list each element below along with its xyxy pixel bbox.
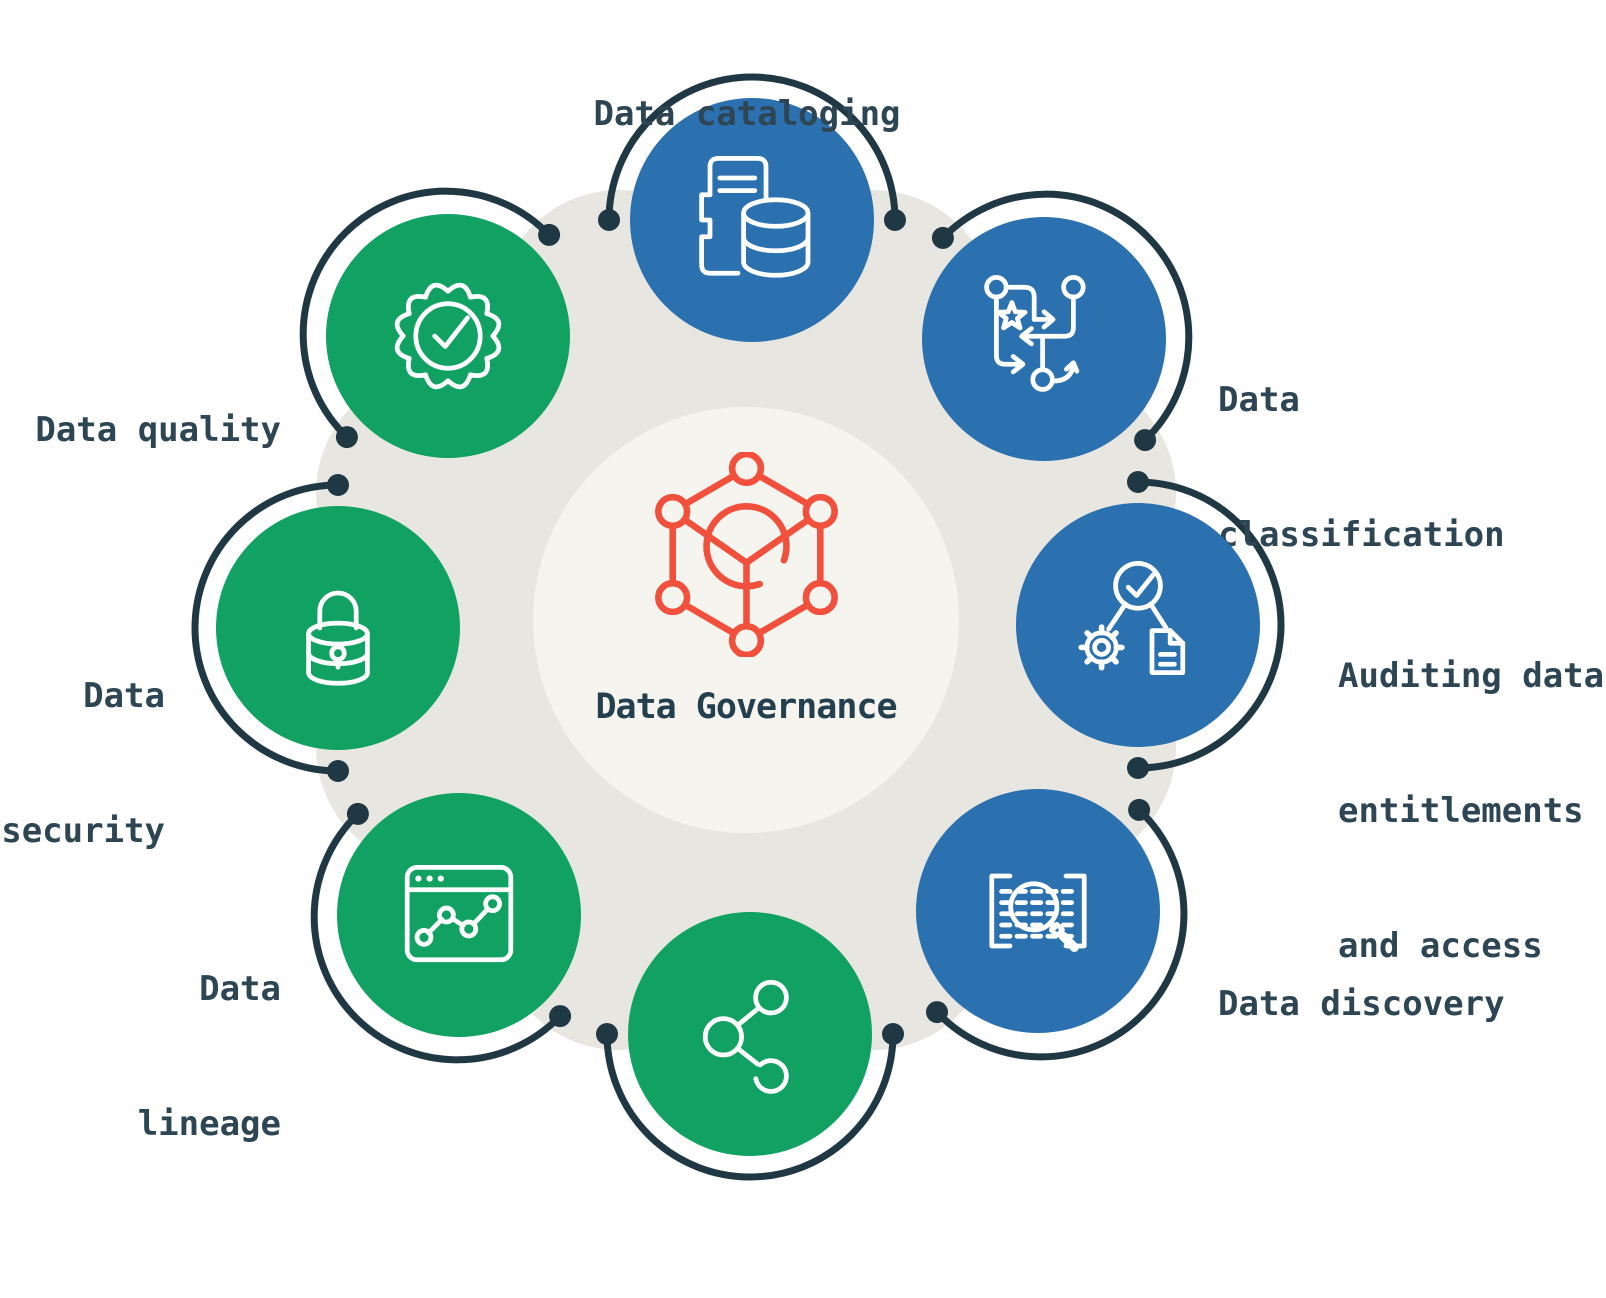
- label-data-sharing: Data sharing and collaboration: [500, 1205, 1000, 1298]
- node-data-classification: [922, 217, 1166, 461]
- label-data-cataloging: Data cataloging: [593, 94, 901, 134]
- decision-flow-icon: [984, 275, 1086, 392]
- governance-cube-network-icon: [655, 452, 838, 657]
- padlock-icon: [306, 590, 370, 686]
- chart-window-icon: [404, 865, 514, 963]
- center-title: Data Governance: [595, 687, 897, 727]
- connector-arcs: [191, 73, 1285, 1181]
- node-data-discovery: [916, 789, 1160, 1033]
- label-data-discovery: Data discovery: [1218, 984, 1505, 1024]
- label-data-quality: Data quality: [35, 410, 281, 450]
- node-auditing-data-entitlements: [1016, 503, 1260, 747]
- share-icon: [702, 979, 789, 1094]
- node-data-cataloging: [630, 98, 874, 342]
- node-data-lineage: [337, 793, 581, 1037]
- audit-check-gear-document-icon: [1078, 561, 1186, 675]
- label-data-lineage: Data lineage: [137, 969, 281, 1144]
- label-data-classification: Data classification: [1218, 380, 1505, 555]
- label-data-security: Data security: [1, 676, 165, 851]
- label-auditing-data-entitlements: Auditing data entitlements and access: [1338, 656, 1605, 966]
- node-data-quality: [326, 214, 570, 458]
- quality-badge-icon: [394, 282, 502, 390]
- document-database-icon: [699, 156, 811, 278]
- node-data-sharing: [628, 912, 872, 1156]
- data-search-icon: [989, 873, 1087, 952]
- node-data-security: [216, 506, 460, 750]
